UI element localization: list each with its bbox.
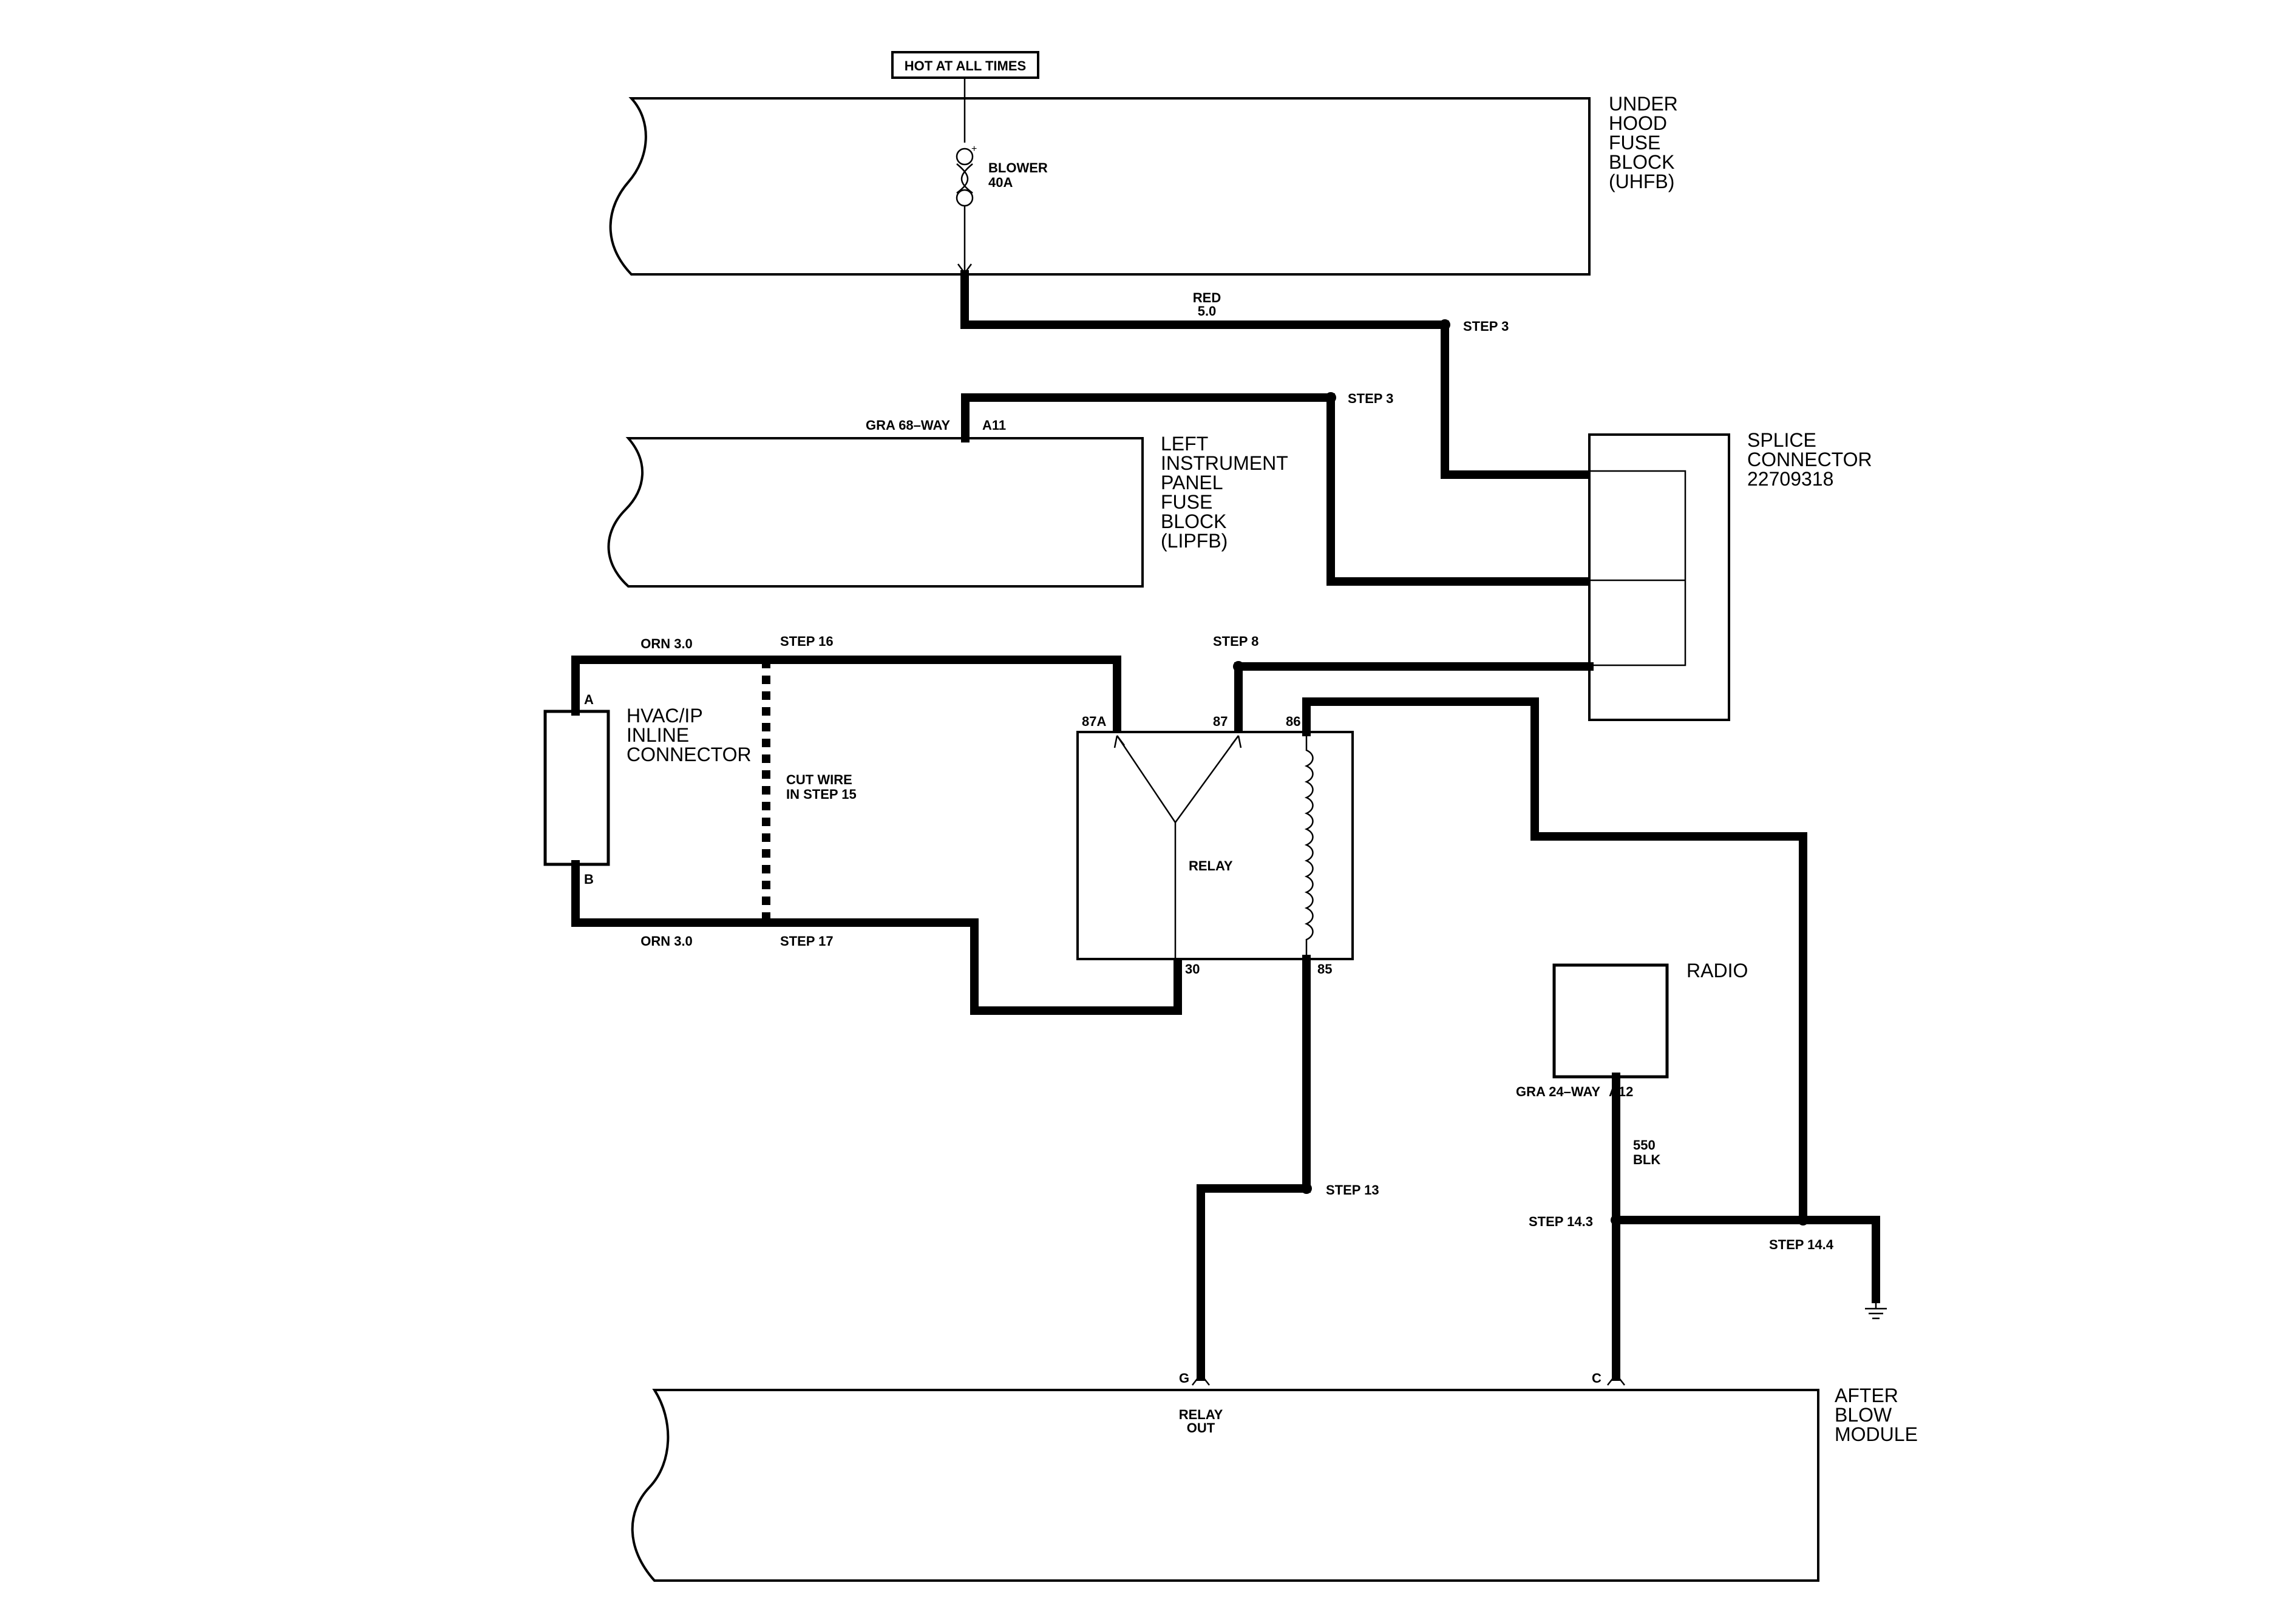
relay-pin-87a: 87A (1082, 714, 1106, 729)
svg-text:UNDER: UNDER (1609, 93, 1678, 115)
svg-text:BLOW: BLOW (1835, 1404, 1892, 1426)
radio-connector: GRA 24–WAY (1516, 1084, 1600, 1099)
splice-dot-step8 (1233, 661, 1244, 672)
relay-coil (1304, 732, 1314, 959)
lipfb-connector: GRA 68–WAY (866, 418, 950, 433)
lipfb-wire (961, 393, 1594, 586)
svg-text:FUSE: FUSE (1609, 132, 1660, 154)
radio-label: RADIO (1686, 960, 1748, 981)
hvac-inline-connector (543, 710, 610, 866)
hvac-pin-b: B (584, 872, 594, 887)
splice-label: SPLICE CONNECTOR 22709318 (1747, 429, 1872, 490)
blower-fuse-symbol: + (956, 78, 977, 275)
svg-text:AFTER: AFTER (1835, 1385, 1898, 1406)
relay-pin-85: 85 (1317, 961, 1332, 977)
red-wire-color: RED (1193, 290, 1221, 305)
hvac-pin-a: A (584, 692, 594, 707)
ground-bus-wire (1612, 1216, 1880, 1303)
lipfb-label: LEFT INSTRUMENT PANEL FUSE BLOCK (LIPFB) (1161, 433, 1288, 552)
orn-bottom-wire (571, 860, 1182, 1015)
svg-text:PANEL: PANEL (1161, 472, 1223, 493)
uhfb-block (609, 97, 1591, 276)
orn-top-label: ORN 3.0 (640, 636, 693, 651)
red-wire (960, 270, 1594, 479)
svg-text:22709318: 22709318 (1747, 468, 1833, 490)
relay-pin-87: 87 (1213, 714, 1228, 729)
pin-g: G (1179, 1371, 1189, 1386)
after-blow-module-block (631, 1389, 1819, 1582)
relay-86-wire (1302, 697, 1807, 1224)
relay-pin-86: 86 (1286, 714, 1300, 729)
step8-label: STEP 8 (1213, 634, 1258, 649)
svg-text:BLOCK: BLOCK (1609, 151, 1674, 173)
uhfb-label: UNDER HOOD FUSE BLOCK (UHFB) (1609, 93, 1678, 192)
svg-text:FUSE: FUSE (1161, 491, 1212, 513)
svg-text:HOOD: HOOD (1609, 112, 1667, 134)
ground-icon (1865, 1299, 1887, 1320)
svg-text:LEFT: LEFT (1161, 433, 1208, 455)
step14-4-label: STEP 14.4 (1769, 1237, 1834, 1252)
splice-dot-step13 (1301, 1183, 1312, 1194)
svg-text:INLINE: INLINE (627, 724, 689, 746)
fuse-rating: 40A (988, 175, 1013, 190)
step3-mid-label: STEP 3 (1348, 391, 1393, 406)
step17-label: STEP 17 (780, 934, 834, 949)
relay-85-wire (1197, 955, 1311, 1381)
svg-text:INSTRUMENT: INSTRUMENT (1161, 452, 1288, 474)
splice-dot-step3-top (1439, 319, 1450, 330)
step13-label: STEP 13 (1326, 1182, 1379, 1198)
red-wire-size: 5.0 (1198, 303, 1217, 319)
hvac-label: HVAC/IP INLINE CONNECTOR (627, 705, 752, 765)
cut-wire-line2: IN STEP 15 (786, 787, 857, 802)
splice-dot-step14-4 (1798, 1215, 1809, 1225)
terminal-c-icon (1607, 1372, 1625, 1386)
relay-box (1076, 731, 1354, 960)
orn-bottom-label: ORN 3.0 (640, 934, 693, 949)
relay-switch-symbol (1113, 735, 1242, 959)
svg-text:(LIPFB): (LIPFB) (1161, 530, 1228, 552)
after-blow-label: AFTER BLOW MODULE (1835, 1385, 1918, 1445)
pin-c: C (1592, 1371, 1601, 1386)
splice-dot-step3-mid (1325, 392, 1336, 403)
step16-label: STEP 16 (780, 634, 834, 649)
step3-top-label: STEP 3 (1463, 319, 1509, 334)
lipfb-block (607, 437, 1144, 588)
radio-box (1552, 963, 1669, 1079)
relay-pin-30: 30 (1185, 961, 1200, 977)
power-label: HOT AT ALL TIMES (905, 58, 1026, 73)
splice-connector (1588, 433, 1730, 721)
relay-out-line1: RELAY (1179, 1407, 1223, 1422)
svg-text:CONNECTOR: CONNECTOR (627, 744, 752, 765)
svg-text:(UHFB): (UHFB) (1609, 171, 1674, 192)
svg-text:+: + (971, 144, 977, 154)
relay-label: RELAY (1189, 858, 1233, 873)
svg-text:CONNECTOR: CONNECTOR (1747, 449, 1872, 470)
relay-out-line2: OUT (1187, 1420, 1215, 1436)
svg-text:SPLICE: SPLICE (1747, 429, 1816, 451)
svg-text:HVAC/IP: HVAC/IP (627, 705, 703, 727)
svg-text:BLOCK: BLOCK (1161, 510, 1226, 532)
splice-connector-inner (1588, 470, 1686, 666)
fuse-name: BLOWER (988, 160, 1048, 175)
lipfb-pin: A11 (982, 418, 1006, 433)
svg-text:MODULE: MODULE (1835, 1423, 1918, 1445)
orn-top-wire (571, 656, 1121, 736)
splice-dot-step14-3 (1611, 1215, 1622, 1225)
blk-color: BLK (1633, 1152, 1660, 1167)
terminal-g-icon (1192, 1372, 1210, 1386)
cut-wire-line1: CUT WIRE (786, 772, 852, 787)
blk-gauge: 550 (1633, 1137, 1656, 1153)
step14-3-label: STEP 14.3 (1529, 1214, 1593, 1229)
